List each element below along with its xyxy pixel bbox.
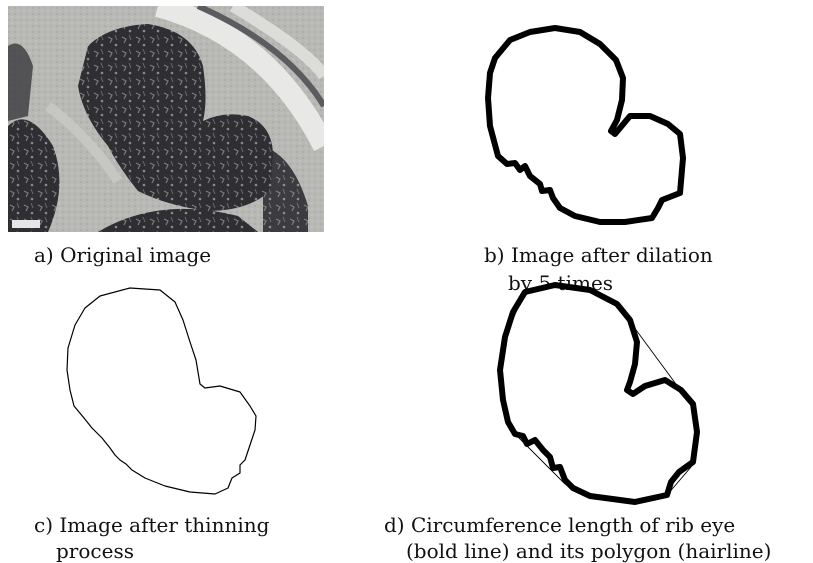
caption-a: a) Original image	[34, 243, 211, 267]
thinning-image-panel	[60, 280, 265, 500]
polygon-hairline	[500, 285, 697, 502]
caption-b-line1: b) Image after dilation	[484, 243, 713, 267]
caption-c-line2: process	[56, 539, 134, 563]
thinned-outline	[60, 280, 265, 500]
circumference-image-panel	[495, 282, 705, 507]
dilation-image-panel	[480, 8, 700, 228]
original-image-panel	[8, 6, 324, 232]
dilated-outline	[480, 8, 700, 228]
original-image	[8, 6, 324, 232]
caption-c-line1: c) Image after thinning	[34, 513, 269, 537]
caption-d-line1: d) Circumference length of rib eye	[384, 513, 735, 537]
dilated-outline-path	[488, 28, 683, 222]
circumference-and-polygon	[495, 282, 705, 507]
caption-d-line2: (bold line) and its polygon (hairline)	[406, 539, 771, 563]
thinned-outline-path	[67, 288, 256, 494]
circumference-bold-line	[500, 285, 697, 502]
